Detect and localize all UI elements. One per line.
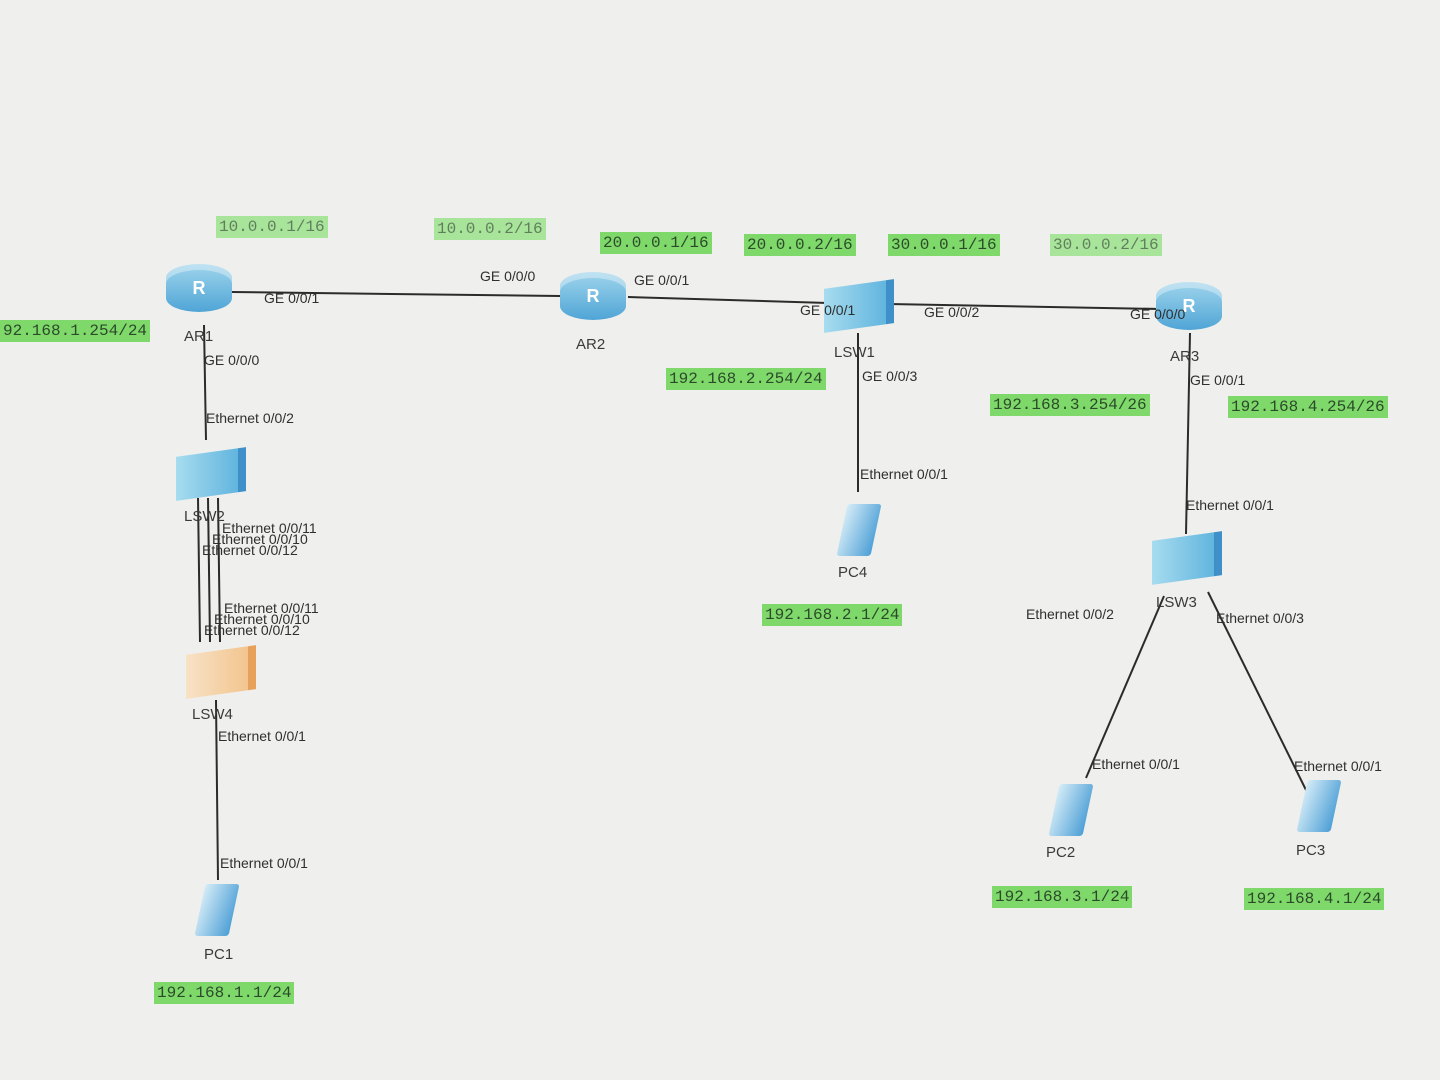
router-icon[interactable]: R: [1156, 282, 1222, 330]
link-lsw2-lsw4-c[interactable]: [217, 497, 221, 643]
port-label-lsw2-e002: Ethernet 0/0/2: [206, 410, 294, 426]
router-icon[interactable]: R: [560, 272, 626, 320]
ip-label-ar3-lan3: 192.168.3.254/26: [990, 394, 1150, 416]
port-label-lsw2-e0011: Ethernet 0/0/11: [222, 520, 317, 536]
port-label-lsw1-ge001: GE 0/0/1: [800, 302, 856, 318]
device-label-ar2: AR2: [576, 336, 606, 353]
device-label-ar1: AR1: [184, 328, 214, 345]
port-label-lsw3-e001: Ethernet 0/0/1: [1186, 497, 1274, 513]
port-label-ar1-ge001: GE 0/0/1: [264, 290, 320, 306]
device-label-lsw2: LSW2: [184, 508, 225, 525]
port-label-lsw4-e0011: Ethernet 0/0/11: [224, 600, 319, 616]
device-label-pc4: PC4: [838, 564, 868, 581]
device-label-pc2: PC2: [1046, 844, 1076, 861]
ip-label-ar2-ge000: 10.0.0.2/16: [434, 218, 546, 240]
link-lsw1-ar3[interactable]: [887, 303, 1161, 310]
port-label-lsw2-e0012: Ethernet 0/0/12: [202, 542, 298, 558]
ip-label-lsw1-ge001: 20.0.0.2/16: [744, 234, 856, 256]
port-label-ar1-ge000: GE 0/0/0: [204, 352, 260, 368]
port-label-pc2-e001: Ethernet 0/0/1: [1092, 756, 1180, 772]
port-label-ar2-ge001: GE 0/0/1: [634, 272, 690, 288]
link-ar2-lsw1[interactable]: [627, 296, 829, 304]
ip-label-ar3-ge000: 30.0.0.2/16: [1050, 234, 1162, 256]
ip-label-pc2: 192.168.3.1/24: [992, 886, 1133, 908]
device-label-ar3: AR3: [1170, 348, 1200, 365]
router-icon[interactable]: R: [166, 264, 232, 312]
link-ar3-lsw3[interactable]: [1185, 332, 1191, 535]
port-label-lsw4-e0012: Ethernet 0/0/12: [204, 622, 300, 638]
port-label-pc1-e001: Ethernet 0/0/1: [220, 855, 308, 871]
port-label-lsw3-e002: Ethernet 0/0/2: [1026, 606, 1114, 622]
ip-label-ar1-ge001: 10.0.0.1/16: [216, 216, 328, 238]
ip-label-ar1-lan: 92.168.1.254/24: [0, 320, 151, 342]
ip-label-pc4: 192.168.2.1/24: [762, 604, 903, 626]
link-lsw2-lsw4-a[interactable]: [197, 497, 201, 643]
port-label-ar2-ge000: GE 0/0/0: [480, 268, 536, 284]
port-label-ar3-ge001: GE 0/0/1: [1190, 372, 1246, 388]
ip-label-pc3: 192.168.4.1/24: [1244, 888, 1385, 910]
link-ar1-lsw2[interactable]: [203, 324, 207, 441]
port-label-lsw4-e001: Ethernet 0/0/1: [218, 728, 306, 744]
port-label-pc4-e001: Ethernet 0/0/1: [860, 466, 948, 482]
ip-label-lsw1-lan: 192.168.2.254/24: [666, 368, 826, 390]
port-label-pc3-e001: Ethernet 0/0/1: [1294, 758, 1382, 774]
device-label-pc1: PC1: [204, 946, 234, 963]
device-label-lsw3: LSW3: [1156, 594, 1197, 611]
device-label-pc3: PC3: [1296, 842, 1326, 859]
ip-label-ar2-ge001: 20.0.0.1/16: [600, 232, 712, 254]
device-label-lsw1: LSW1: [834, 344, 875, 361]
port-label-lsw2-e0010: Ethernet 0/0/10: [212, 531, 308, 547]
link-lsw3-pc3[interactable]: [1207, 591, 1307, 791]
port-label-lsw1-ge002: GE 0/0/2: [924, 304, 980, 320]
device-label-lsw4: LSW4: [192, 706, 233, 723]
link-lsw3-pc2[interactable]: [1085, 595, 1165, 779]
link-ar1-ar2[interactable]: [231, 291, 561, 297]
ip-label-lsw1-ge002: 30.0.0.1/16: [888, 234, 1000, 256]
port-label-lsw4-e0010: Ethernet 0/0/10: [214, 611, 310, 627]
port-label-ar3-ge000: GE 0/0/0: [1130, 306, 1186, 322]
port-label-lsw3-e003: Ethernet 0/0/3: [1216, 610, 1304, 626]
port-label-lsw1-ge003: GE 0/0/3: [862, 368, 918, 384]
ip-label-ar3-lan4: 192.168.4.254/26: [1228, 396, 1388, 418]
ip-label-pc1: 192.168.1.1/24: [154, 982, 295, 1004]
link-lsw4-pc1[interactable]: [215, 699, 219, 881]
link-lsw2-lsw4-b[interactable]: [207, 497, 211, 643]
